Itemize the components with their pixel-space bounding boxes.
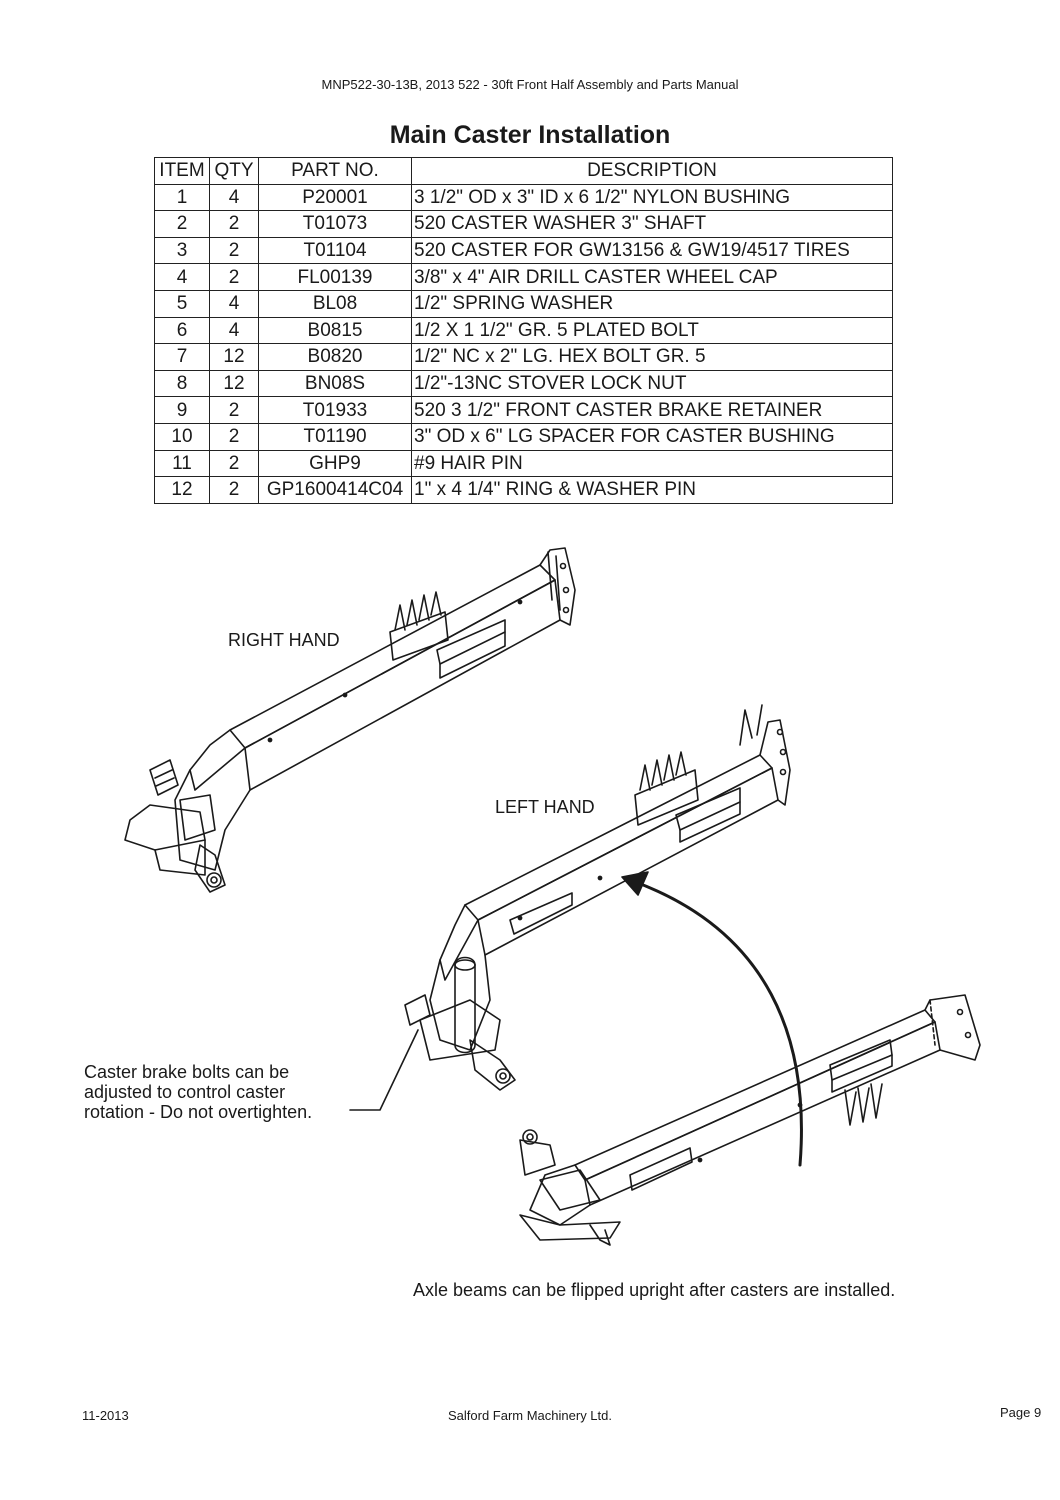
part-no-cell: T01190 bbox=[258, 422, 412, 451]
table-header-row: ITEM QTY PART NO. DESCRIPTION bbox=[154, 157, 893, 185]
item-cell: 5 bbox=[154, 289, 210, 318]
qty-cell: 2 bbox=[209, 422, 259, 451]
part-no-cell: T01104 bbox=[258, 236, 412, 265]
item-cell: 6 bbox=[154, 316, 210, 345]
description-cell: 520 3 1/2" FRONT CASTER BRAKE RETAINER bbox=[411, 396, 893, 424]
qty-cell: 4 bbox=[209, 183, 259, 212]
flipped-axle-beam bbox=[519, 994, 981, 1246]
qty-cell: 2 bbox=[209, 396, 259, 424]
footer-date: 11-2013 bbox=[82, 1408, 129, 1423]
qty-cell: 2 bbox=[209, 210, 259, 238]
flip-arrow bbox=[621, 871, 803, 1167]
qty-cell: 2 bbox=[209, 476, 259, 504]
description-cell: #9 HAIR PIN bbox=[411, 449, 893, 478]
brake-note-line-2: adjusted to control caster bbox=[84, 1082, 286, 1102]
brake-note-leader-line bbox=[349, 1029, 419, 1111]
description-cell: 1" x 4 1/4" RING & WASHER PIN bbox=[411, 476, 893, 504]
footer-page-number: Page 9 bbox=[1000, 1405, 1042, 1420]
brake-note-line-1: Caster brake bolts can be bbox=[84, 1062, 290, 1082]
item-cell: 12 bbox=[154, 476, 210, 504]
flip-note: Axle beams can be flipped upright after … bbox=[413, 1280, 896, 1300]
brake-note: Caster brake bolts can be adjusted to co… bbox=[84, 1062, 312, 1122]
qty-cell: 2 bbox=[209, 449, 259, 478]
document-header: MNP522-30-13B, 2013 522 - 30ft Front Hal… bbox=[321, 77, 739, 92]
footer-company: Salford Farm Machinery Ltd. bbox=[447, 1408, 612, 1423]
left-hand-axle-beam bbox=[404, 704, 791, 1091]
item-cell: 10 bbox=[154, 422, 210, 451]
part-no-cell: B0815 bbox=[258, 316, 412, 345]
qty-cell: 12 bbox=[209, 369, 259, 398]
description-cell: 1/2" SPRING WASHER bbox=[411, 289, 893, 318]
right-hand-label: RIGHT HAND bbox=[228, 630, 340, 650]
part-no-cell: T01933 bbox=[258, 396, 412, 424]
column-header-description: DESCRIPTION bbox=[411, 157, 893, 185]
brake-note-line-3: rotation - Do not overtighten. bbox=[84, 1102, 313, 1122]
item-cell: 7 bbox=[154, 343, 210, 371]
left-hand-label: LEFT HAND bbox=[495, 797, 595, 817]
section-title: Main Caster Installation bbox=[389, 121, 671, 149]
part-no-cell: GHP9 bbox=[258, 449, 412, 478]
item-cell: 9 bbox=[154, 396, 210, 424]
part-no-cell: BL08 bbox=[258, 289, 412, 318]
description-cell: 520 CASTER WASHER 3" SHAFT bbox=[411, 210, 893, 238]
right-hand-axle-beam bbox=[124, 547, 576, 893]
